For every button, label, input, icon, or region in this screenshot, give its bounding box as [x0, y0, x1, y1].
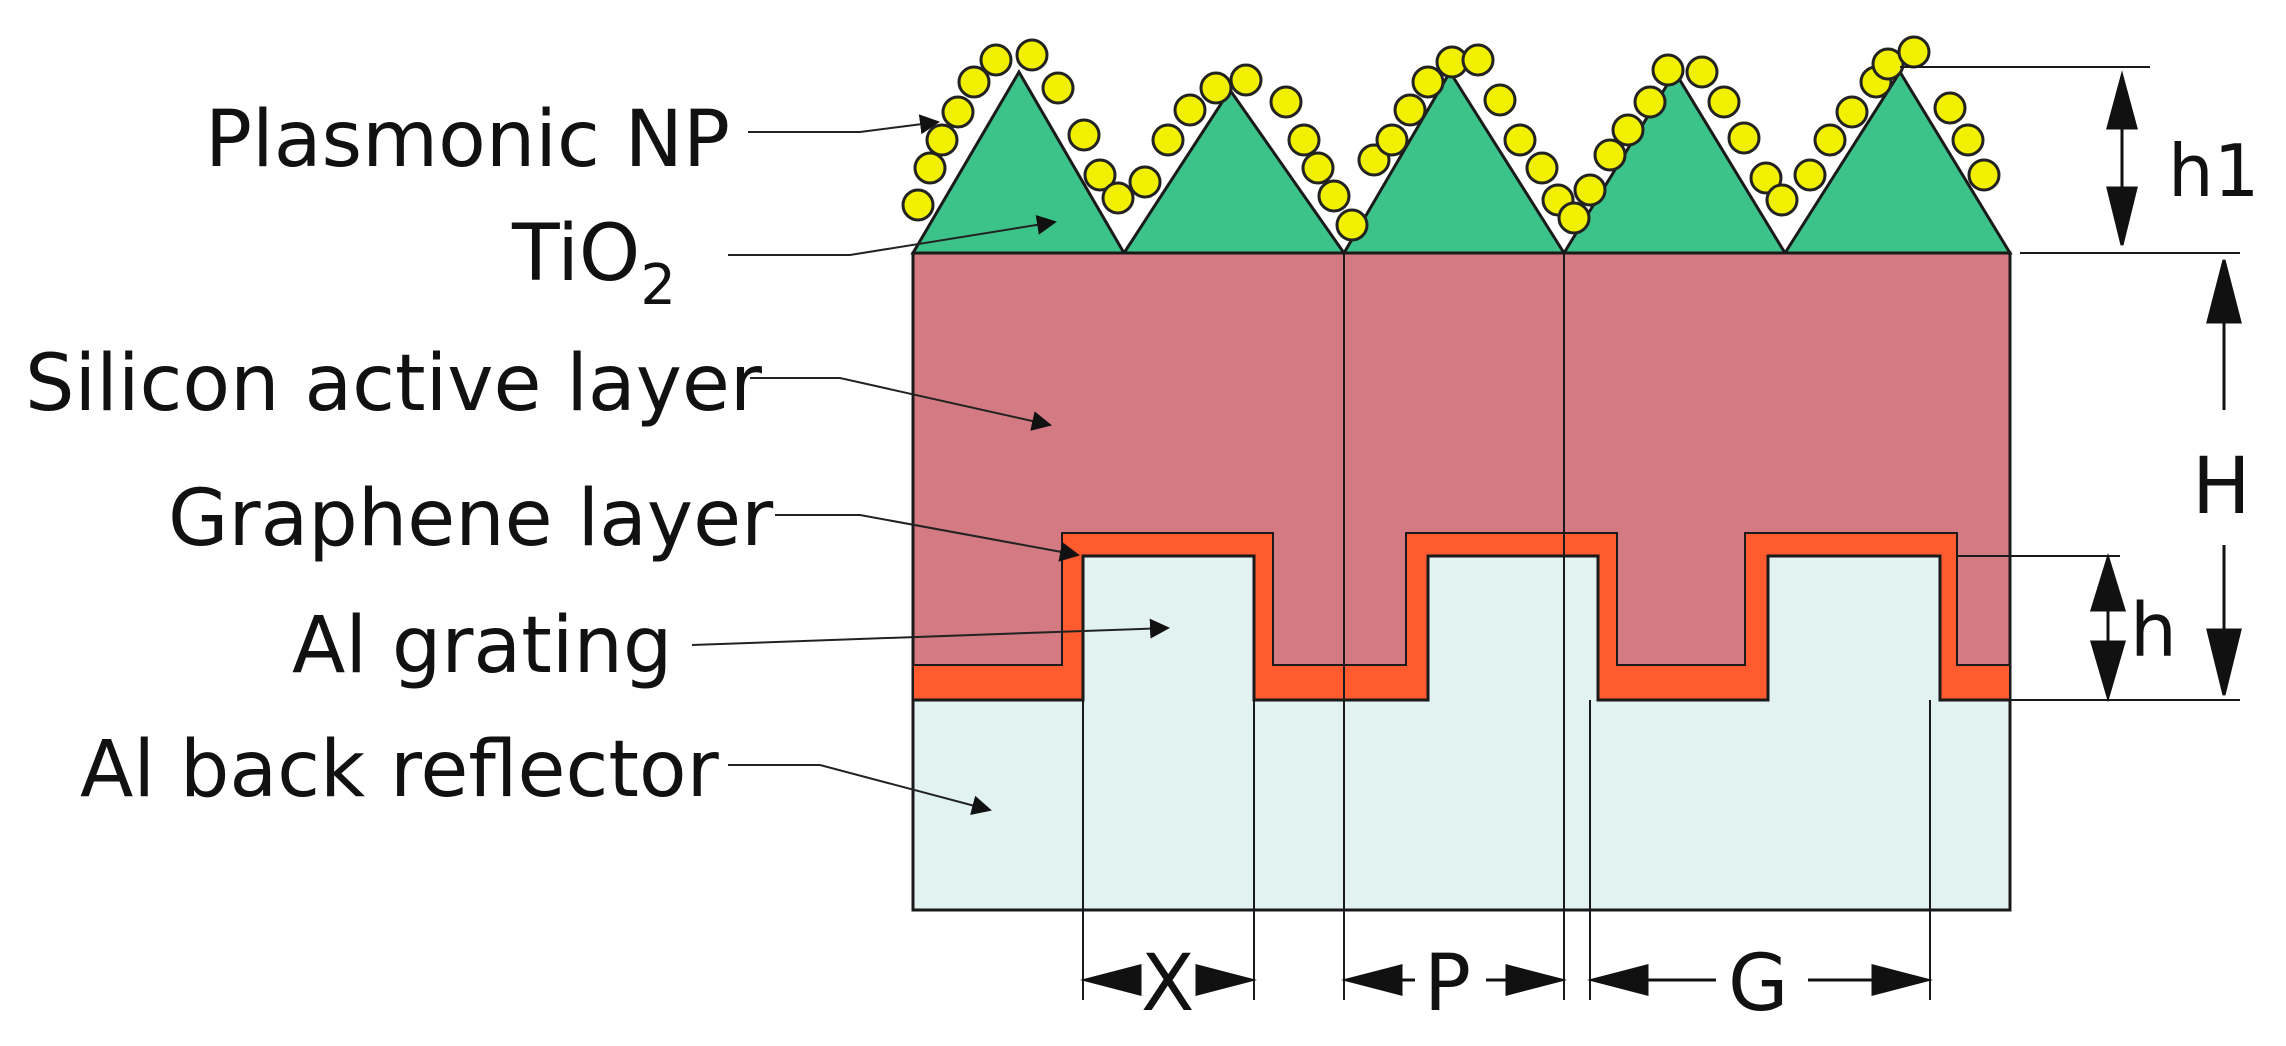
nanoparticle	[957, 65, 991, 99]
nanoparticle	[1651, 53, 1685, 87]
plasmonic-leader	[748, 114, 940, 135]
tio2-label: TiO2	[511, 209, 676, 318]
h1-arrow-up	[2106, 70, 2138, 130]
nanoparticle	[1933, 91, 1967, 125]
dimension-guides	[1082, 66, 2240, 1000]
nanoparticle	[1685, 55, 1719, 89]
nanoparticle	[1967, 158, 2001, 192]
nanoparticle	[1897, 35, 1931, 69]
nanoparticle	[1301, 151, 1335, 185]
nanoparticle	[1503, 123, 1537, 157]
nanoparticle	[1411, 65, 1445, 99]
nanoparticle	[1083, 158, 1117, 192]
al-back-leader	[728, 764, 992, 816]
al-grating-label: Al grating	[292, 601, 672, 691]
nanoparticle	[1375, 123, 1409, 157]
h-dimension-label: h	[2130, 588, 2177, 674]
nanoparticle	[1951, 123, 1985, 157]
nanoparticle	[1835, 95, 1869, 129]
nanoparticle	[1041, 71, 1075, 105]
graphene-leader	[775, 514, 1080, 562]
tio2-leader	[728, 214, 1057, 256]
nanoparticle	[1317, 179, 1351, 213]
H-arrow-up	[2206, 259, 2242, 324]
nanoparticle	[1393, 93, 1427, 127]
X-dimension-label: X	[1141, 939, 1194, 1029]
nanoparticle	[1707, 85, 1741, 119]
h1-dimension-label: h1	[2168, 129, 2259, 213]
H-dimension-label: H	[2192, 442, 2251, 532]
nanoparticle	[1525, 151, 1559, 185]
nanoparticle	[1765, 183, 1799, 217]
nanoparticle	[1557, 201, 1591, 235]
nanoparticle	[1593, 138, 1627, 172]
nanoparticle	[1749, 161, 1783, 195]
nanoparticle	[1813, 123, 1847, 157]
h1-arrow-down	[2106, 186, 2138, 246]
nanoparticle	[1067, 118, 1101, 152]
graphene-layer-label: Graphene layer	[168, 474, 774, 564]
P-dimension-label: P	[1424, 939, 1471, 1029]
plasmonic-np-label: Plasmonic NP	[205, 95, 730, 185]
P-arrow-left	[1341, 964, 1403, 996]
G-dimension-label: G	[1728, 939, 1788, 1029]
horizontal-dimension-arrows	[1080, 964, 1933, 996]
nanoparticle	[1727, 121, 1761, 155]
plasmonic-nanoparticles	[901, 35, 2001, 242]
al-grating-region	[911, 554, 2012, 912]
tio2-pyramids	[910, 69, 2013, 255]
nanoparticle	[1199, 71, 1233, 105]
tio2-pyramid	[1121, 87, 1347, 255]
tio2-pyramid	[1782, 69, 2013, 255]
nanoparticle	[1287, 123, 1321, 157]
tio2-label-main: TiO	[511, 209, 640, 299]
nanoparticle	[1229, 63, 1263, 97]
nanoparticle	[1128, 165, 1162, 199]
nanoparticle	[1573, 173, 1607, 207]
nanoparticle	[1101, 181, 1135, 215]
nanoparticle	[913, 151, 947, 185]
nanoparticle	[941, 95, 975, 129]
G-arrow-right	[1871, 964, 1933, 996]
tio2-pyramid	[1341, 69, 1567, 255]
tio2-pyramid	[910, 69, 1127, 255]
nanoparticle	[979, 43, 1013, 77]
tio2-label-subscript: 2	[640, 253, 676, 318]
leader-lines	[691, 114, 1170, 816]
h-arrow-down	[2090, 640, 2126, 703]
G-arrow-left	[1587, 964, 1649, 996]
P-arrow-right	[1505, 964, 1567, 996]
nanoparticle	[1633, 85, 1667, 119]
nanoparticle	[1611, 113, 1645, 147]
nanoparticle	[1015, 38, 1049, 72]
al-back-reflector-label: Al back reflector	[80, 725, 720, 815]
silicon-layer-label: Silicon active layer	[25, 339, 763, 429]
nanoparticle	[1173, 93, 1207, 127]
nanoparticle	[1483, 83, 1517, 117]
X-arrow-right	[1195, 964, 1257, 996]
nanoparticle	[1269, 85, 1303, 119]
vertical-dimension-arrows	[2089, 70, 2242, 703]
X-arrow-left	[1080, 964, 1142, 996]
H-arrow-down	[2206, 628, 2242, 696]
nanoparticle	[1335, 208, 1369, 242]
nanoparticle	[1461, 43, 1495, 77]
al-grating-leader	[691, 618, 1170, 646]
nanoparticle	[1793, 158, 1827, 192]
nanoparticle	[925, 123, 959, 157]
h-arrow-up	[2089, 552, 2127, 612]
nanoparticle	[901, 188, 935, 222]
silicon-leader	[750, 377, 1052, 431]
nanoparticle	[1151, 123, 1185, 157]
